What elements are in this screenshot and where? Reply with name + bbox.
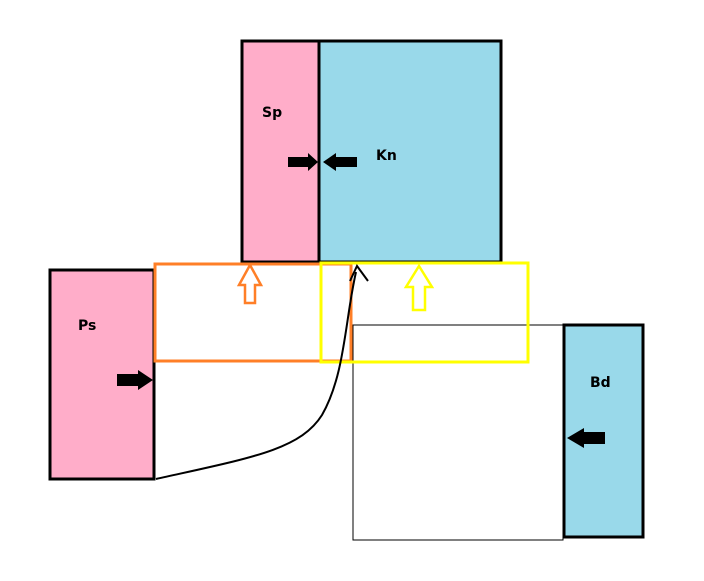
yellow-up-arrow-icon: [403, 263, 435, 312]
arrow-right-icon: [288, 153, 318, 171]
label-sp: Sp: [262, 105, 282, 121]
kn-box: [317, 39, 503, 264]
white-box: [352, 324, 564, 541]
curve-arrowhead-icon: [349, 264, 369, 282]
bd-box: [562, 323, 645, 539]
yellow-box: [319, 261, 530, 364]
label-ps: Ps: [78, 318, 96, 334]
curve-connector: [155, 271, 357, 480]
sp-box: [240, 39, 321, 264]
label-kn: Kn: [376, 148, 397, 164]
label-bd: Bd: [590, 375, 611, 391]
ps-arrow-right-icon: [117, 370, 153, 390]
bd-arrow-left-icon: [567, 428, 605, 448]
orange-box: [153, 262, 353, 363]
orange-up-arrow-icon: [236, 262, 264, 305]
arrow-left-icon: [323, 153, 357, 171]
